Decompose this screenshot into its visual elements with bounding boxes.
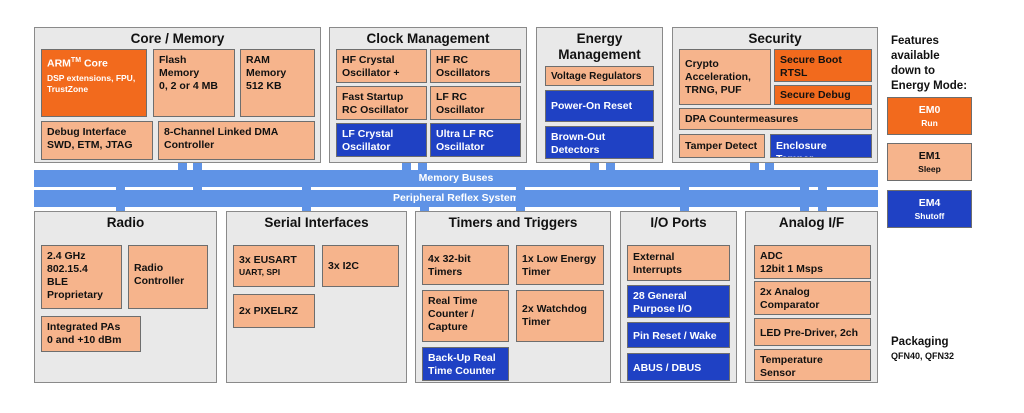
watchdog-timer-block: 2x Watchdog Timer bbox=[516, 290, 604, 342]
lf-crystal-oscillator-block: LF Crystal Oscillator bbox=[336, 123, 427, 157]
group-title: Energy Management bbox=[558, 31, 641, 62]
group-title: Clock Management bbox=[366, 31, 490, 46]
real-time-counter-block: Real Time Counter / Capture bbox=[422, 290, 509, 342]
dma-controller-block: 8-Channel Linked DMA Controller bbox=[158, 121, 315, 160]
clock-management-group: Clock Management HF Crystal Oscillator +… bbox=[329, 27, 527, 163]
flash-memory-block: Flash Memory 0, 2 or 4 MB bbox=[153, 49, 235, 117]
i2c-block: 3x I2C bbox=[322, 245, 399, 287]
secure-debug-block: Secure Debug bbox=[774, 85, 872, 105]
security-group: Security Crypto Acceleration, TRNG, PUF … bbox=[672, 27, 878, 163]
legend-em0: EM0 Run bbox=[887, 97, 972, 135]
enclosure-tamper-block: Enclosure Tamper bbox=[770, 134, 872, 158]
radio-protocols-block: 2.4 GHz 802.15.4 BLE Proprietary bbox=[41, 245, 122, 309]
radio-group: Radio 2.4 GHz 802.15.4 BLE Proprietary R… bbox=[34, 211, 217, 383]
bus-connector bbox=[178, 162, 187, 172]
bus-connector bbox=[193, 162, 202, 190]
bus-connector bbox=[606, 162, 615, 172]
brown-out-detectors-block: Brown-Out Detectors bbox=[545, 126, 654, 159]
abus-dbus-block: ABUS / DBUS bbox=[627, 353, 730, 381]
voltage-regulators-block: Voltage Regulators bbox=[545, 66, 654, 86]
temperature-sensor-block: Temperature Sensor bbox=[754, 349, 871, 381]
peripheral-reflex-bus: Peripheral Reflex System bbox=[34, 190, 878, 207]
debug-interface-block: Debug Interface SWD, ETM, JTAG bbox=[41, 121, 153, 160]
eusart-block: 3x EUSART UART, SPI bbox=[233, 245, 315, 287]
packaging-label: Packaging bbox=[891, 336, 949, 348]
group-title: Timers and Triggers bbox=[448, 215, 578, 230]
bus-connector bbox=[750, 162, 759, 172]
analog-if-group: Analog I/F ADC 12bit 1 Msps 2x Analog Co… bbox=[745, 211, 878, 383]
core-memory-group: Core / Memory ARMTM Core DSP extensions,… bbox=[34, 27, 321, 163]
bus-connector bbox=[402, 162, 411, 172]
gpio-block: 28 General Purpose I/O bbox=[627, 285, 730, 318]
arm-core-block: ARMTM Core DSP extensions, FPU, TrustZon… bbox=[41, 49, 147, 117]
group-title: Security bbox=[748, 31, 802, 46]
timers-triggers-group: Timers and Triggers 4x 32-bit Timers 1x … bbox=[415, 211, 611, 383]
memory-bus: Memory Buses bbox=[34, 170, 878, 187]
integrated-pas-block: Integrated PAs 0 and +10 dBm bbox=[41, 316, 141, 352]
eusart-sub: UART, SPI bbox=[239, 267, 281, 277]
io-ports-group: I/O Ports External Interrupts 28 General… bbox=[620, 211, 737, 383]
pixelrz-block: 2x PIXELRZ bbox=[233, 294, 315, 328]
bus-connector bbox=[420, 205, 429, 213]
hf-rc-oscillators-block: HF RC Oscillators bbox=[430, 49, 521, 83]
bus-connector bbox=[302, 186, 311, 212]
group-title: I/O Ports bbox=[650, 215, 707, 230]
bus-connector bbox=[765, 162, 774, 172]
low-energy-timer-block: 1x Low Energy Timer bbox=[516, 245, 604, 285]
legend-em1: EM1 Sleep bbox=[887, 143, 972, 181]
legend-em4: EM4 Shutoff bbox=[887, 190, 972, 228]
hf-crystal-oscillator-block: HF Crystal Oscillator + PLL bbox=[336, 49, 427, 83]
led-pre-driver-block: LED Pre-Driver, 2ch bbox=[754, 318, 871, 346]
secure-boot-block: Secure Boot RTSL bbox=[774, 49, 872, 82]
group-title: Radio bbox=[106, 215, 145, 230]
adc-block: ADC 12bit 1 Msps bbox=[754, 245, 871, 279]
timers-32bit-block: 4x 32-bit Timers bbox=[422, 245, 509, 285]
bus-connector bbox=[590, 162, 599, 172]
memory-bus-label: Memory Buses bbox=[418, 172, 494, 184]
bus-connector bbox=[116, 186, 125, 212]
bus-connector bbox=[800, 186, 809, 212]
peripheral-bus-label: Peripheral Reflex System bbox=[392, 192, 520, 204]
external-interrupts-block: External Interrupts bbox=[627, 245, 730, 281]
packaging-value: QFN40, QFN32 bbox=[891, 351, 955, 361]
tamper-detect-block: Tamper Detect bbox=[679, 134, 765, 158]
group-title: Serial Interfaces bbox=[264, 215, 369, 230]
group-title: Analog I/F bbox=[778, 215, 845, 230]
bus-connector bbox=[418, 162, 427, 172]
dpa-countermeasures-block: DPA Countermeasures bbox=[679, 108, 872, 130]
bus-connector bbox=[516, 186, 525, 212]
power-on-reset-block: Power-On Reset bbox=[545, 90, 654, 122]
energy-management-group: Energy Management Voltage Regulators Pow… bbox=[536, 27, 663, 163]
fast-startup-oscillator-block: Fast Startup RC Oscillator bbox=[336, 86, 427, 120]
crypto-acceleration-block: Crypto Acceleration, TRNG, PUF bbox=[679, 49, 771, 105]
analog-comparator-block: 2x Analog Comparator bbox=[754, 281, 871, 315]
ultra-lf-rc-oscillator-block: Ultra LF RC Oscillator bbox=[430, 123, 521, 157]
serial-interfaces-group: Serial Interfaces 3x EUSART UART, SPI 3x… bbox=[226, 211, 407, 383]
lf-rc-oscillator-block: LF RC Oscillator bbox=[430, 86, 521, 120]
pin-reset-wake-block: Pin Reset / Wake bbox=[627, 322, 730, 348]
backup-rtc-block: Back-Up Real Time Counter bbox=[422, 347, 509, 381]
arm-core-features: DSP extensions, FPU, TrustZone bbox=[47, 72, 136, 94]
radio-controller-block: Radio Controller bbox=[128, 245, 208, 309]
ram-memory-block: RAM Memory 512 KB bbox=[240, 49, 315, 117]
bus-connector bbox=[818, 186, 827, 212]
bus-connector bbox=[680, 186, 689, 212]
legend-heading: Features available down to Energy Mode: bbox=[891, 35, 968, 92]
group-title: Core / Memory bbox=[130, 31, 225, 46]
